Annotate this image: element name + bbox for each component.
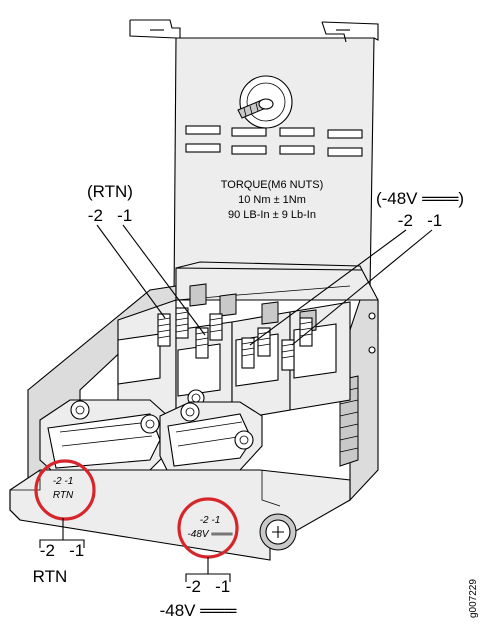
label-bottom-left-terms: -2 -1 bbox=[40, 541, 84, 560]
label-bottom-left-name: RTN bbox=[33, 567, 68, 586]
label-top-right-terms: -2 -1 bbox=[398, 211, 442, 230]
label-top-left-terms: -2 -1 bbox=[88, 206, 132, 225]
stud-48v-2 bbox=[241, 337, 255, 369]
label-top-left-paren: (RTN) bbox=[87, 182, 133, 201]
plate-right-terms: -2 -1 bbox=[200, 515, 221, 526]
plate-left-terms: -2 -1 bbox=[53, 476, 74, 487]
latch-right[interactable] bbox=[159, 401, 263, 477]
label-bottom-center-terms: -2 -1 bbox=[186, 577, 230, 596]
torque-lb: 90 LB-In ± 9 Lb-In bbox=[228, 209, 316, 221]
figure-id: g007229 bbox=[468, 579, 479, 618]
stud-48v-1b bbox=[299, 317, 313, 347]
stud-48v-1 bbox=[281, 339, 295, 371]
threaded-studs bbox=[157, 307, 313, 371]
plate-left-name: RTN bbox=[53, 490, 74, 501]
torque-nm: 10 Nm ± 1Nm bbox=[238, 194, 306, 206]
stud-rtn-2 bbox=[157, 313, 171, 347]
stud-48v-2b bbox=[257, 327, 271, 357]
plate-right-name: -48V ═══ bbox=[187, 529, 233, 540]
callout-circle-rtn bbox=[34, 459, 96, 521]
hinged-cover bbox=[129, 19, 379, 301]
torque-title: TORQUE(M6 NUTS) bbox=[221, 179, 323, 191]
latch-left[interactable] bbox=[39, 399, 171, 479]
leader-lines bbox=[39, 224, 433, 582]
stud-rtn-1b bbox=[195, 327, 209, 359]
stud-rtn-1 bbox=[175, 307, 189, 339]
cover-stud bbox=[237, 75, 293, 129]
label-top-right-paren: (-48V ═══) bbox=[376, 189, 464, 208]
label-bottom-center-name: -48V ═══ bbox=[160, 601, 238, 620]
stud-rtn-1c bbox=[209, 313, 223, 341]
thumb-screw-icon[interactable] bbox=[259, 513, 297, 551]
cover-slots bbox=[185, 125, 363, 157]
